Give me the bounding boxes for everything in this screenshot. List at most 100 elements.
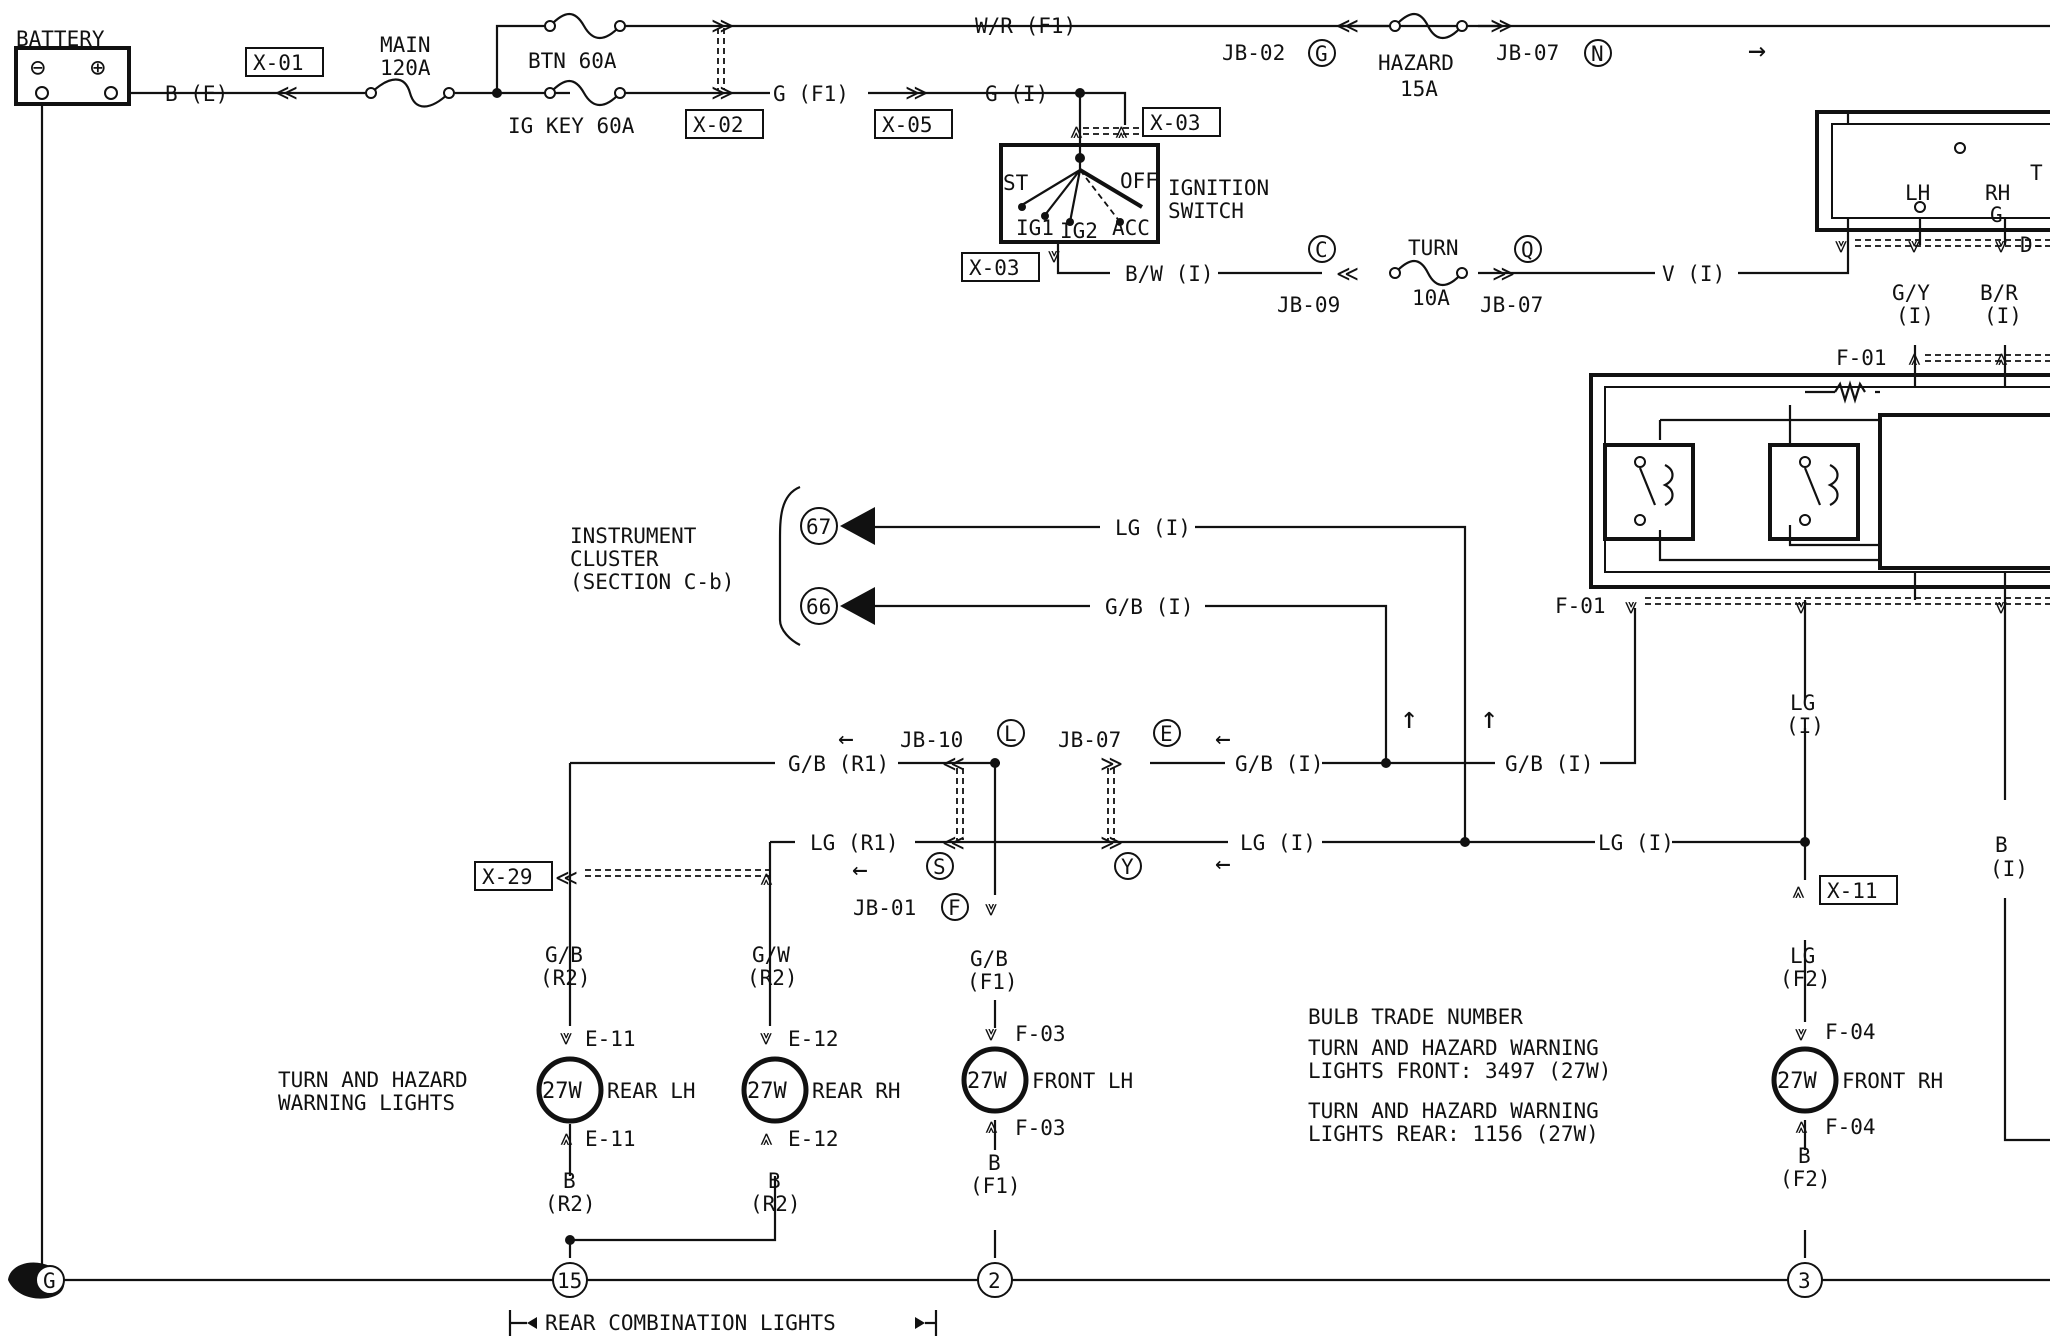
bulb-front-lh: 27W	[961, 1046, 1029, 1114]
pin-66: 66	[806, 595, 831, 619]
svg-text:⩔: ⩔	[560, 1025, 572, 1050]
resistor-icon	[1834, 380, 1866, 404]
cluster-line3: (SECTION C-b)	[570, 570, 734, 594]
chassis-ground-icon: G	[8, 1262, 65, 1299]
flasher-unit	[1589, 373, 2050, 589]
wire-b-r2-a-c: (R2)	[545, 1192, 596, 1216]
wire-v-i: V (I)	[1662, 262, 1725, 286]
connector-d-partial: D-	[2020, 233, 2045, 257]
junction-jb09: JB-09	[1277, 293, 1340, 317]
svg-text:≪: ≪	[942, 831, 965, 856]
arrow-up-icon-2: ↑	[1480, 701, 1498, 736]
arrow-left-icon: ←	[838, 724, 854, 754]
pin-s: S	[933, 855, 946, 879]
connector-x29: X-29	[482, 865, 533, 889]
svg-text:⩓: ⩓	[560, 1126, 573, 1151]
pin-f: F	[948, 896, 961, 920]
note-front-1: TURN AND HAZARD WARNING	[1308, 1036, 1599, 1060]
svg-text:⩓: ⩓	[760, 866, 773, 891]
wire-b-f2-c: (F2)	[1780, 1167, 1831, 1191]
bulb-rear-rh-label: REAR RH	[812, 1079, 901, 1103]
connector-e12b: E-12	[788, 1127, 839, 1151]
wire-lg-i-mid1: LG (I)	[1240, 831, 1316, 855]
ignition-ig2: IG2	[1060, 219, 1098, 243]
wire-b-v-i: (I)	[1990, 857, 2028, 881]
battery: BATTERY ⊖ ⊕	[14, 27, 131, 106]
ground-15: 15	[557, 1269, 582, 1293]
dashed-links	[585, 28, 2050, 877]
wire-lg-f2-c: (F2)	[1780, 967, 1831, 991]
wire-g-y-i: (I)	[1896, 304, 1934, 328]
pin-n: N	[1591, 42, 1604, 66]
battery-plus-icon: ⊕	[90, 53, 106, 83]
svg-text:⩓: ⩓	[985, 1114, 998, 1139]
switch-rh: RH	[1985, 181, 2010, 205]
fuse-igkey-label: IG KEY 60A	[508, 114, 635, 138]
arrow-up-icon: ↑	[1400, 701, 1418, 736]
svg-text:⩔: ⩔	[1835, 233, 1847, 258]
connector-e11b: E-11	[585, 1127, 636, 1151]
connector-f04a: F-04	[1825, 1020, 1876, 1044]
svg-text:⩔: ⩔	[760, 1025, 772, 1050]
svg-text:≫: ≫	[1100, 831, 1123, 856]
fuse-main-icon	[370, 78, 450, 108]
fuse-turn-icon	[1394, 259, 1463, 287]
connector-x02-icon: ≫	[711, 81, 734, 106]
wire-w-r-f1: W/R (F1)	[975, 14, 1076, 38]
bulb-rear-lh: 27W	[536, 1056, 604, 1124]
junction-jb07b: JB-07	[1480, 293, 1543, 317]
switch-g: G	[1990, 203, 2003, 227]
svg-text:⩔: ⩔	[1048, 243, 1060, 268]
fuse-hazard-label: HAZARD	[1378, 51, 1454, 75]
svg-text:⩓: ⩓	[1995, 346, 2008, 371]
connector-x03b: X-03	[969, 256, 1020, 280]
arrow-left-icon-2: ←	[1215, 724, 1231, 754]
rear-combination-bracket	[508, 1310, 938, 1336]
svg-text:≫: ≫	[1490, 14, 1513, 39]
ignition-st: ST	[1003, 171, 1029, 195]
ignition-switch[interactable]: ST OFF IG1 IG2 ACC	[999, 143, 1160, 244]
junction-jb10: JB-10	[900, 728, 963, 752]
svg-text:≫: ≫	[1492, 262, 1515, 287]
svg-text:⩔: ⩔	[1795, 594, 1807, 619]
fuse-btn-icon	[549, 12, 621, 40]
wire-lg-v: LG	[1790, 691, 1815, 715]
wire-b-f1: B	[988, 1151, 1001, 1175]
fuse-turn-rating: 10A	[1412, 286, 1450, 310]
pin-e: E	[1160, 722, 1173, 746]
wire-lg-f2: LG	[1790, 944, 1815, 968]
wire-b-r2-b: B	[768, 1169, 781, 1193]
junction-jb07c: JB-07	[1058, 728, 1121, 752]
wire-gw-r2-c: (R2)	[747, 966, 798, 990]
arrow-right-icon: →	[1748, 33, 1766, 68]
connector-x01: X-01	[253, 51, 304, 75]
bulb-rear-lh-watt: 27W	[542, 1079, 582, 1104]
wire-gb-i-mid1: G/B (I)	[1235, 752, 1324, 776]
connector-f01b: F-01	[1555, 594, 1606, 618]
ground-2: 2	[988, 1269, 1001, 1293]
connector-x05: X-05	[882, 113, 933, 137]
svg-text:≪: ≪	[1336, 14, 1359, 39]
note-front-2: LIGHTS FRONT: 3497 (27W)	[1308, 1059, 1611, 1083]
wire-lg-i-top: LG (I)	[1115, 516, 1191, 540]
switch-lh: LH	[1905, 181, 1930, 205]
bulb-rear-lh-label: REAR LH	[607, 1079, 696, 1103]
wire-gb-r2-c: (R2)	[540, 966, 591, 990]
wire-b-r-i: (I)	[1984, 304, 2022, 328]
svg-text:⩓: ⩓	[1115, 119, 1128, 144]
svg-text:⩓: ⩓	[1792, 879, 1805, 904]
junction-jb07a: JB-07	[1496, 41, 1559, 65]
ignition-label-2: SWITCH	[1168, 199, 1244, 223]
battery-minus-icon: ⊖	[30, 53, 46, 83]
wire-b-r: B/R	[1980, 281, 2018, 305]
wire-lg-v-i: (I)	[1786, 714, 1824, 738]
svg-text:≪: ≪	[1336, 262, 1359, 287]
ignition-ig1: IG1	[1016, 216, 1054, 240]
pin-l: L	[1004, 722, 1017, 746]
triangle-66-icon	[840, 587, 875, 625]
svg-text:⩔: ⩔	[985, 1021, 997, 1046]
wire-b-v: B	[1995, 833, 2008, 857]
svg-text:⩔: ⩔	[1908, 233, 1920, 258]
wire-g-f1: G (F1)	[773, 82, 849, 106]
bulb-trade-notes: BULB TRADE NUMBER TURN AND HAZARD WARNIN…	[1308, 1005, 1611, 1146]
